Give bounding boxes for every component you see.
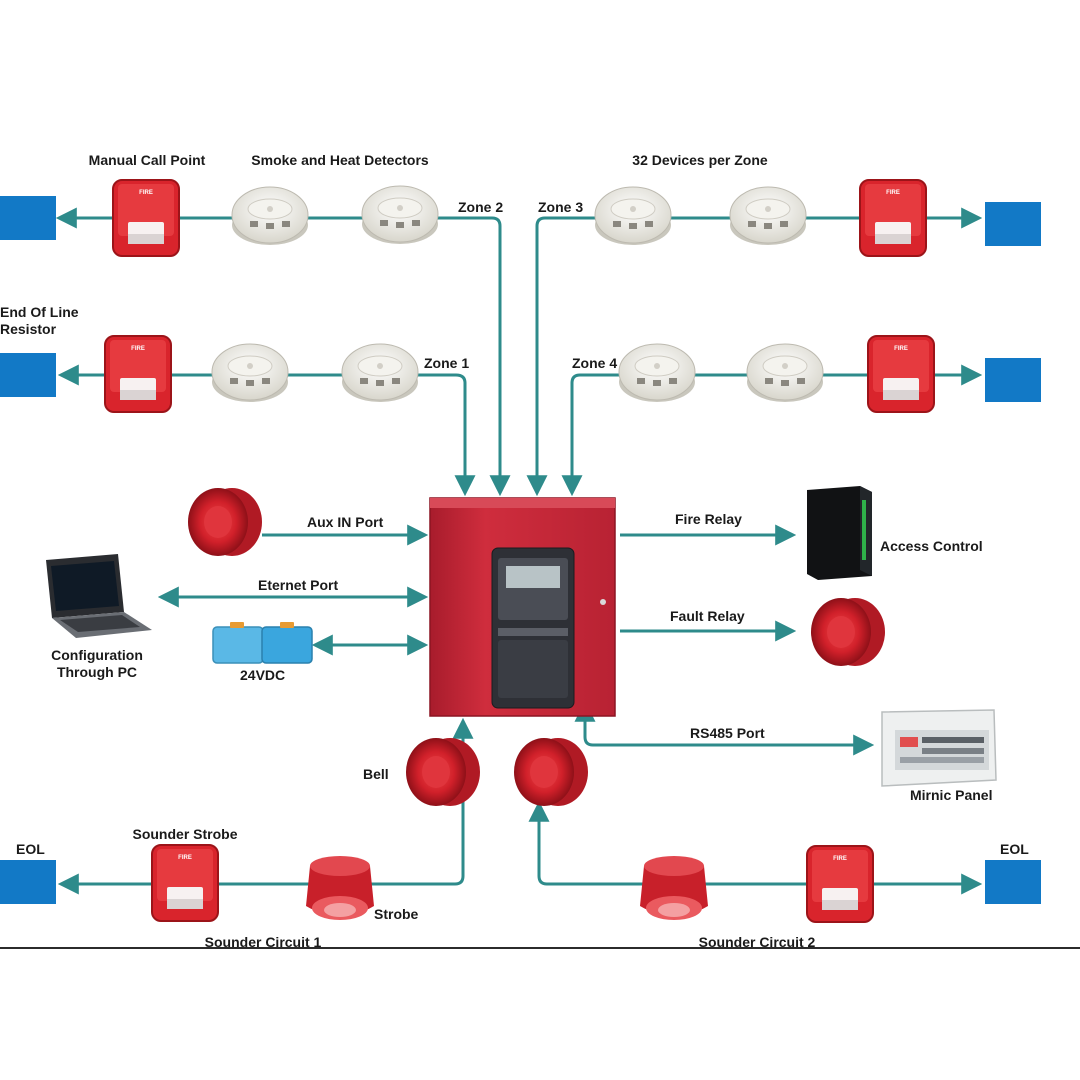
- heat-detector-icon: [231, 186, 309, 246]
- access-control-unit-icon: [807, 486, 872, 580]
- smoke-detector-icon: [594, 186, 672, 246]
- zone3-wire: [526, 216, 600, 497]
- zone1-label: Zone 1: [424, 355, 470, 371]
- eol-zone3-block: [985, 202, 1041, 246]
- smoke-detector-icon: [341, 343, 419, 403]
- laptop-icon: [46, 554, 152, 638]
- eol-sounder2-block: [985, 860, 1041, 904]
- end-of-line-resistor-label: End Of Line Resistor: [0, 304, 79, 337]
- sounder-icon: [811, 598, 885, 666]
- eol-left-label: EOL: [16, 841, 45, 857]
- bell-icon: [406, 738, 480, 806]
- rs485-wire: [574, 700, 875, 756]
- zone4-label: Zone 4: [572, 355, 618, 371]
- mimic-panel-icon: [881, 709, 997, 787]
- aux-in-port-label: Aux IN Port: [307, 514, 384, 530]
- bell-label: Bell: [363, 766, 389, 782]
- eol-zone2-block: [0, 196, 56, 240]
- smoke-heat-detectors-label: Smoke and Heat Detectors: [251, 152, 429, 168]
- strobe-icon: [640, 856, 708, 920]
- strobe-icon: [306, 856, 374, 920]
- sounder-circuit-2-wire: [528, 800, 983, 895]
- manual-call-point-icon: [112, 179, 180, 257]
- smoke-detector-icon: [361, 185, 439, 245]
- strobe-label: Strobe: [374, 906, 419, 922]
- sounder-strobe-icon: [151, 844, 219, 922]
- zone2-label: Zone 2: [458, 199, 504, 215]
- fault-relay-label: Fault Relay: [670, 608, 745, 624]
- eol-right-label: EOL: [1000, 841, 1029, 857]
- fire-relay-label: Fire Relay: [675, 511, 742, 527]
- configuration-pc-label: Configuration Through PC: [51, 647, 143, 680]
- battery-icon: [212, 622, 313, 664]
- eol-zone1-block: [0, 353, 56, 397]
- eol-blocks: [0, 196, 1041, 904]
- access-control-label: Access Control: [880, 538, 983, 554]
- zone1-wire: [420, 373, 476, 497]
- smoke-detector-icon: [618, 343, 696, 403]
- battery-label: 24VDC: [240, 667, 286, 683]
- zone4-wire: [561, 373, 620, 497]
- heat-detector-icon: [211, 343, 289, 403]
- fire-alarm-control-panel-icon: [429, 497, 616, 717]
- mimic-panel-label: Mirnic Panel: [910, 787, 993, 803]
- sounder-icon: [188, 488, 262, 556]
- zone2-wire: [435, 216, 511, 497]
- ethernet-port-label: Eternet Port: [258, 577, 339, 593]
- eol-zone4-block: [985, 358, 1041, 402]
- heat-detector-icon: [746, 343, 824, 403]
- sounder-circuit-1-label: Sounder Circuit 1: [204, 934, 322, 950]
- sounder-icon: [514, 738, 588, 806]
- sounder-circuit-1-wire: [57, 717, 474, 895]
- eol-sounder1-block: [0, 860, 56, 904]
- manual-call-point-icon: [104, 335, 172, 413]
- manual-call-point-icon: [859, 179, 927, 257]
- sounder-strobe-label: Sounder Strobe: [132, 826, 238, 842]
- bottom-divider: [0, 947, 1080, 949]
- sounder-circuit-2-label: Sounder Circuit 2: [698, 934, 816, 950]
- sounder-strobe-icon: [806, 845, 874, 923]
- rs485-port-label: RS485 Port: [690, 725, 765, 741]
- manual-call-point-label: Manual Call Point: [88, 152, 206, 168]
- devices-per-zone-label: 32 Devices per Zone: [632, 152, 768, 168]
- heat-detector-icon: [729, 186, 807, 246]
- manual-call-point-icon: [867, 335, 935, 413]
- zone3-label: Zone 3: [538, 199, 584, 215]
